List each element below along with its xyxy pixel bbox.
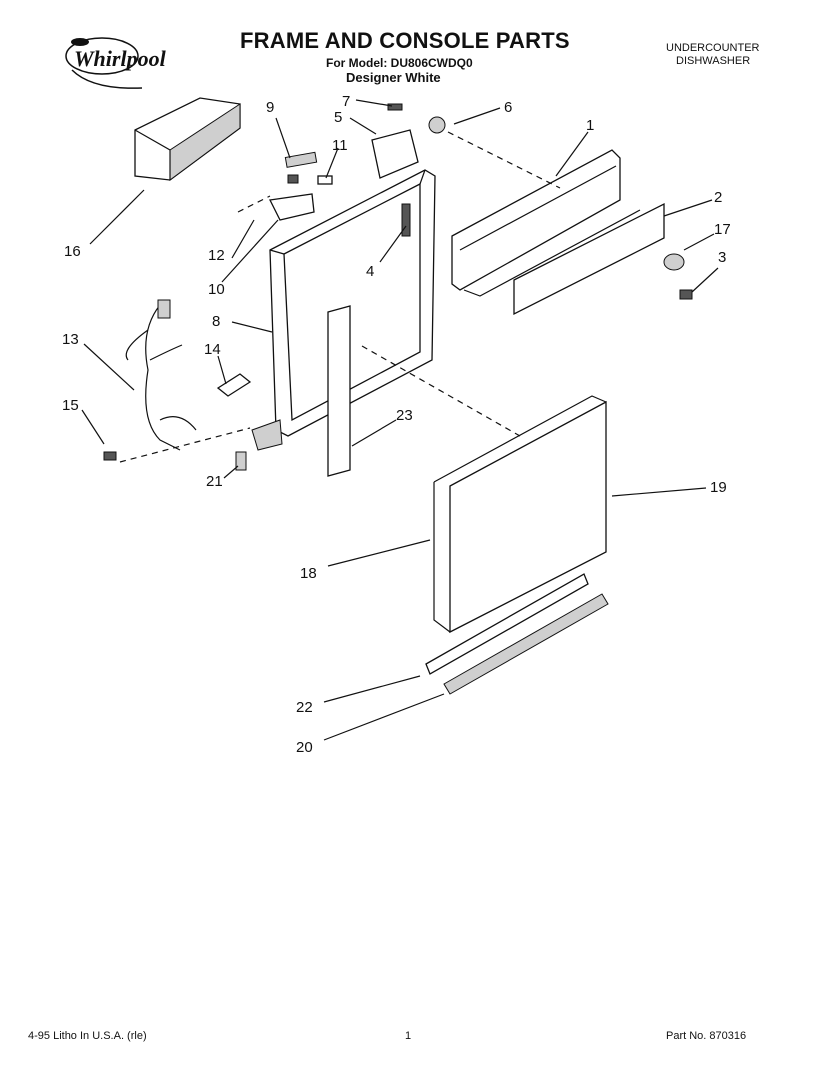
part-3-clip xyxy=(679,289,693,300)
callout-20: 20 xyxy=(296,739,313,756)
whirlpool-logo xyxy=(62,30,192,98)
part-18-panel-frame xyxy=(433,395,607,483)
part-16-housing xyxy=(134,97,241,181)
callout-18: 18 xyxy=(300,565,317,582)
part-8-door-frame xyxy=(251,169,436,451)
brand-wordmark: Whirlpool xyxy=(74,46,166,71)
callout-3: 3 xyxy=(718,249,726,266)
part-17-knob xyxy=(663,253,685,271)
model-line: For Model: DU806CWDQ0 xyxy=(326,56,473,70)
callout-15: 15 xyxy=(62,397,79,414)
part-number: Part No. 870316 xyxy=(666,1030,747,1042)
print-info: 4-95 Litho In U.S.A. (rle) xyxy=(28,1030,147,1042)
callout-6: 6 xyxy=(504,99,512,116)
callout-2: 2 xyxy=(714,189,722,206)
part-2-control-panel xyxy=(513,202,665,316)
callout-14: 14 xyxy=(204,341,221,358)
page-number: 1 xyxy=(405,1030,412,1042)
part-5-6-7-latch-assembly xyxy=(371,103,446,179)
color-line: Designer White xyxy=(346,70,441,85)
callout-1: 1 xyxy=(586,117,594,134)
product-type-line-2: DISHWASHER xyxy=(676,55,751,67)
callout-13: 13 xyxy=(62,331,79,348)
part-22-bottom-trim xyxy=(425,573,589,675)
product-type-line-1: UNDERCOUNTER xyxy=(666,42,760,54)
page-title: FRAME AND CONSOLE PARTS xyxy=(240,28,570,53)
callout-23: 23 xyxy=(396,407,413,424)
callout-16: 16 xyxy=(64,243,81,260)
callout-12: 12 xyxy=(208,247,225,264)
callout-5: 5 xyxy=(334,109,342,126)
callout-leaders xyxy=(81,99,719,741)
part-23-trim-strip xyxy=(327,305,351,477)
part-19-door-panel xyxy=(449,400,607,634)
part-13-14-15-wire-harness xyxy=(103,299,252,461)
callout-4: 4 xyxy=(366,263,374,280)
callout-11: 11 xyxy=(332,137,348,154)
callout-9: 9 xyxy=(266,99,274,116)
part-20-bottom-trim xyxy=(443,593,609,695)
callout-21: 21 xyxy=(206,473,223,490)
callout-17: 17 xyxy=(714,221,731,238)
part-1-console xyxy=(451,149,641,297)
callout-7: 7 xyxy=(342,93,350,110)
callout-10: 10 xyxy=(208,281,225,298)
callout-22: 22 xyxy=(296,699,313,716)
part-21-clip xyxy=(235,451,247,471)
callout-19: 19 xyxy=(710,479,727,496)
part-9-10-11-12-switch-assembly xyxy=(269,151,333,221)
callout-8: 8 xyxy=(212,313,220,330)
